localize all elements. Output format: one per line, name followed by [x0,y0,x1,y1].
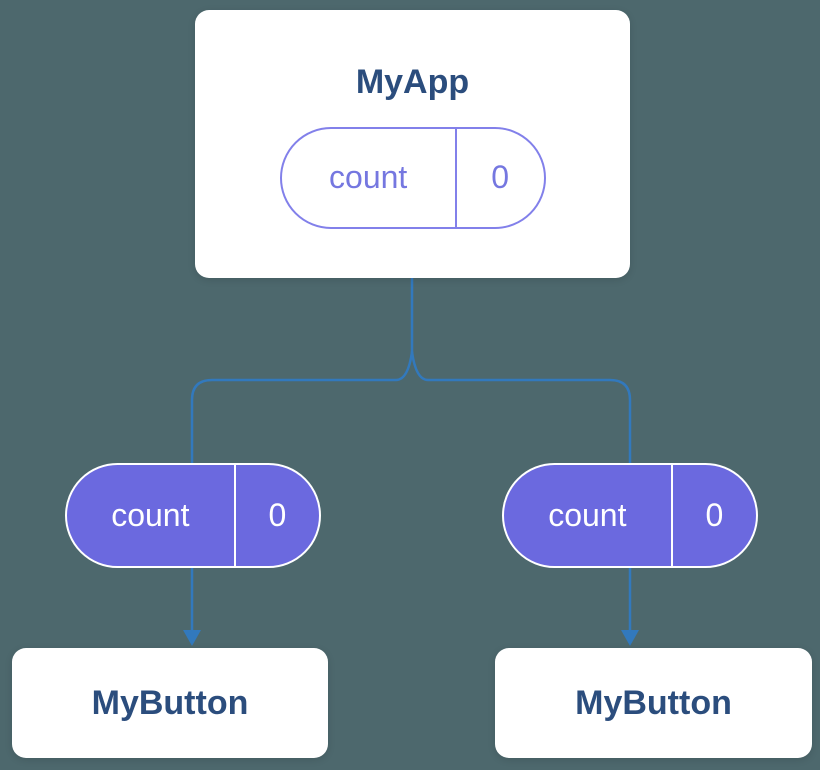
myapp-state-pill: count 0 [279,126,546,229]
mybutton-right-title: MyButton [575,683,732,722]
prop-label: count [67,465,236,566]
branch-brace-left [190,350,414,465]
prop-value: 0 [705,497,724,533]
myapp-title: MyApp [355,63,470,101]
mybutton-left-title: MyButton [91,683,249,722]
prop-label: count [504,465,673,566]
state-value: 0 [491,159,510,196]
prop-value: 0 [268,497,287,533]
arrow-left-head [183,630,201,646]
state-label: count [282,128,457,227]
arrow-right-head [621,630,639,646]
left-prop-pill: count 0 [65,463,321,568]
right-prop-pill: count 0 [502,463,758,568]
branch-brace-right [410,350,632,465]
mybutton-right-card: MyButton [495,648,812,758]
myapp-card: MyApp count 0 [195,10,630,278]
mybutton-left-card: MyButton [12,648,328,758]
